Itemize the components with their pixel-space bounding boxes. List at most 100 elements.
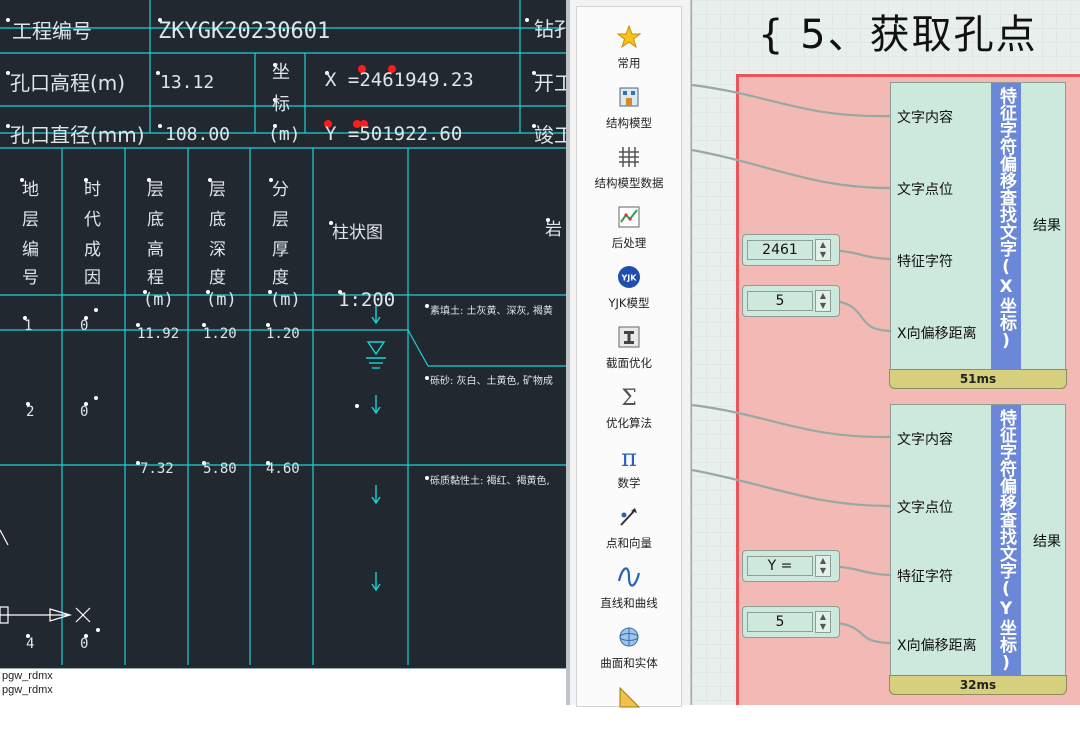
col-header-char: 编 xyxy=(22,240,39,260)
tool-structure-model[interactable]: 结构模型 xyxy=(577,79,681,137)
col-header-char: 地 xyxy=(22,180,39,200)
scale-label: 1:200 xyxy=(338,289,395,311)
tool-label: 优化算法 xyxy=(606,416,652,430)
param-value[interactable]: 5 xyxy=(747,291,813,311)
tool-point-vector[interactable]: 点和向量 xyxy=(577,499,681,557)
tool-math[interactable]: π 数学 xyxy=(577,439,681,497)
surface-icon xyxy=(619,627,639,647)
finish-label: 竣工 xyxy=(534,123,566,147)
layer-elev: 11.92 xyxy=(137,326,179,342)
column-chart-header: 柱状图 xyxy=(332,223,383,243)
component-title: 特征字符偏移查找文字(X坐标) xyxy=(996,87,1016,351)
section-icon xyxy=(618,326,640,348)
feature-char-param-y[interactable]: Y = ▲▼ xyxy=(742,550,840,582)
point-vector-icon xyxy=(620,508,637,526)
tool-common[interactable]: 常用 xyxy=(577,19,681,77)
chart-icon xyxy=(618,206,640,228)
col-header-char: 代 xyxy=(84,210,101,230)
col-header-char: 底 xyxy=(147,210,164,230)
param-stepper[interactable]: ▲▼ xyxy=(815,611,831,633)
tool-section-optimize[interactable]: 截面优化 xyxy=(577,319,681,377)
param-value[interactable]: Y = xyxy=(747,556,813,576)
era-cell: 0 xyxy=(80,318,88,334)
input-feature-char[interactable]: 特征字符 xyxy=(897,254,953,270)
output-result[interactable]: 结果 xyxy=(1033,534,1061,550)
input-text-content[interactable]: 文字内容 xyxy=(897,432,953,448)
input-text-position[interactable]: 文字点位 xyxy=(897,500,953,516)
tool-line-curve[interactable]: 直线和曲线 xyxy=(577,559,681,617)
layer-thick: 4.60 xyxy=(266,461,300,477)
input-x-offset[interactable]: X向偏移距离 xyxy=(897,326,977,342)
tool-label: 常用 xyxy=(617,56,641,70)
component-timer: 32ms xyxy=(889,675,1067,695)
component-timer: 51ms xyxy=(889,369,1067,389)
panel-splitter[interactable] xyxy=(566,0,570,705)
command-line: pgw_rdmx xyxy=(2,670,53,682)
tool-label: 截面优化 xyxy=(606,356,652,370)
node-canvas[interactable]: { 5、获取孔点 特征字符偏移查找文字(X坐标) 文字内容 文字点位 特征字符 … xyxy=(691,0,1080,705)
star-icon xyxy=(617,25,641,49)
col-header-char: 号 xyxy=(22,268,39,288)
col-header-char: 分 xyxy=(272,180,289,200)
era-cell: 0 xyxy=(80,404,88,420)
era-cell: 0 xyxy=(80,636,88,652)
pi-icon: π xyxy=(621,445,637,469)
group-heading: { 5、获取孔点 xyxy=(758,12,1038,58)
svg-text:YJK: YJK xyxy=(621,274,638,283)
col-header-char: 时 xyxy=(84,180,101,200)
curve-icon xyxy=(617,567,641,587)
command-line: pgw_rdmx xyxy=(2,684,53,696)
cad-drawing-viewport[interactable]: 工程编号 ZKYGK20230601 钻孔 孔口高程(m) 13.12 坐 标 … xyxy=(0,0,566,668)
offset-param-x[interactable]: 5 ▲▼ xyxy=(742,285,840,317)
y-coordinate-component[interactable]: 特征字符偏移查找文字(Y坐标) 文字内容 文字点位 特征字符 X向偏移距离 结果… xyxy=(889,404,1067,695)
input-feature-char[interactable]: 特征字符 xyxy=(897,569,953,585)
tool-surface-solid[interactable]: 曲面和实体 xyxy=(577,619,681,677)
coord-unit: (m) xyxy=(268,124,301,145)
layer-no: 1 xyxy=(24,318,32,334)
wires xyxy=(692,83,891,645)
tool-label: 曲面和实体 xyxy=(600,656,658,670)
tool-yjk-model[interactable]: YJK YJK模型 xyxy=(577,259,681,317)
input-x-offset[interactable]: X向偏移距离 xyxy=(897,638,977,654)
tool-label: 直线和曲线 xyxy=(600,596,658,610)
col-header-char: 度 xyxy=(272,268,289,288)
tool-label: YJK模型 xyxy=(608,296,650,310)
unit-thick: (m) xyxy=(270,290,301,310)
building-icon xyxy=(619,87,639,107)
hole-diameter-value: 108.00 xyxy=(165,124,230,145)
offset-param-y[interactable]: 5 ▲▼ xyxy=(742,606,840,638)
rock-header: 岩 xyxy=(545,220,562,240)
input-text-position[interactable]: 文字点位 xyxy=(897,182,953,198)
project-no-label: 工程编号 xyxy=(12,19,92,43)
grid-icon xyxy=(619,147,639,167)
yjk-logo-icon: YJK xyxy=(618,266,640,288)
feature-char-param-x[interactable]: 2461 ▲▼ xyxy=(742,234,840,266)
tool-optimize-algorithm[interactable]: Σ 优化算法 xyxy=(577,379,681,437)
x-coordinate-component[interactable]: 特征字符偏移查找文字(X坐标) 文字内容 文字点位 特征字符 X向偏移距离 结果… xyxy=(889,82,1067,389)
svg-text:π: π xyxy=(621,445,637,469)
layer-depth: 1.20 xyxy=(203,326,237,342)
tool-post-process[interactable]: 后处理 xyxy=(577,199,681,257)
col-header-char: 程 xyxy=(147,268,164,288)
tool-structure-model-data[interactable]: 结构模型数据 xyxy=(577,139,681,197)
param-value[interactable]: 2461 xyxy=(747,240,813,260)
col-header-char: 成 xyxy=(84,240,101,260)
component-title: 特征字符偏移查找文字(Y坐标) xyxy=(996,409,1016,673)
project-no-value: ZKYGK20230601 xyxy=(158,19,330,44)
tool-label: 数学 xyxy=(617,476,641,490)
component-title-bar xyxy=(991,83,1021,373)
output-result[interactable]: 结果 xyxy=(1033,218,1061,234)
tool-label: 结构模型数据 xyxy=(594,176,664,190)
param-stepper[interactable]: ▲▼ xyxy=(815,290,831,312)
sigma-icon: Σ xyxy=(621,386,637,409)
coord-label-2: 标 xyxy=(272,94,290,115)
param-value[interactable]: 5 xyxy=(747,612,813,632)
svg-text:Σ: Σ xyxy=(621,386,637,409)
input-text-content[interactable]: 文字内容 xyxy=(897,110,953,126)
param-stepper[interactable]: ▲▼ xyxy=(815,239,831,261)
tool-more[interactable] xyxy=(577,679,681,737)
hole-diameter-label: 孔口直径(mm) xyxy=(10,123,145,147)
col-header-char: 层 xyxy=(272,210,289,230)
param-stepper[interactable]: ▲▼ xyxy=(815,555,831,577)
unit-elev: (m) xyxy=(143,290,174,310)
